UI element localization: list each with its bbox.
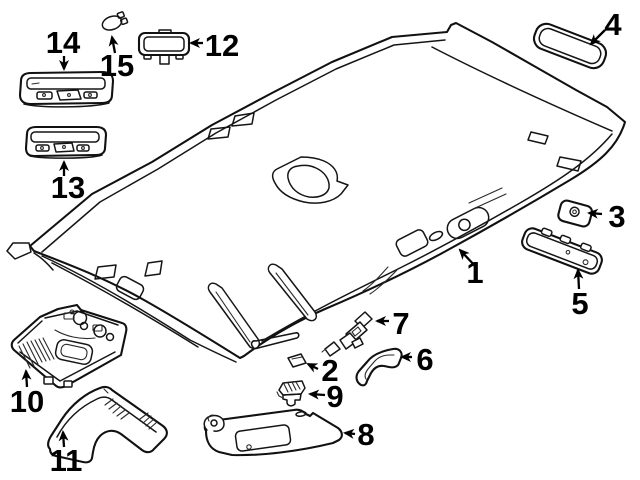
part-9-retainer-clip-drawing — [276, 380, 306, 407]
callout-arrow-11 — [58, 430, 69, 448]
callout-arrow-3 — [587, 208, 603, 219]
callout-label-12: 12 — [205, 28, 239, 63]
callout-label-9: 9 — [326, 379, 343, 414]
callout-label-4: 4 — [604, 7, 622, 42]
callout-label-15: 15 — [100, 48, 134, 83]
callout-arrow-4 — [589, 29, 606, 46]
callout-labels: 1 2 3 4 5 6 7 8 9 10 11 12 13 14 15 — [10, 7, 626, 478]
callout-label-13: 13 — [51, 170, 85, 205]
callout-arrow-5 — [573, 268, 584, 290]
callout-label-10: 10 — [10, 384, 44, 419]
part-2-clip-drawing — [287, 353, 307, 368]
part-8-sun-visor-drawing — [203, 408, 343, 457]
part-3-grommet-clip-drawing — [557, 199, 594, 228]
callout-label-2: 2 — [321, 353, 338, 388]
callout-label-6: 6 — [416, 342, 433, 377]
callout-arrow-9 — [308, 389, 326, 400]
part-7-mount-bracket-drawing — [321, 311, 373, 357]
callout-arrows — [21, 29, 606, 448]
part-15-bulb-drawing — [101, 11, 129, 31]
callout-arrow-10 — [21, 369, 32, 388]
part-5-bracket-rail-drawing — [521, 227, 603, 275]
part-6-grab-handle-drawing — [355, 347, 403, 387]
part-10-console-assembly-drawing — [10, 303, 128, 389]
callout-label-14: 14 — [46, 25, 81, 60]
callout-arrow-15 — [108, 35, 119, 54]
callout-label-11: 11 — [50, 443, 83, 478]
part-12-lamp-housing-drawing — [137, 29, 191, 65]
part-14-overhead-console-drawing — [18, 70, 115, 108]
callout-label-1: 1 — [466, 255, 483, 290]
part-13-overhead-console-drawing — [24, 125, 108, 159]
callout-arrow-2 — [306, 362, 319, 373]
callout-arrow-8 — [343, 428, 356, 439]
part-11-trim-cover-drawing — [47, 385, 168, 464]
callout-label-7: 7 — [392, 306, 409, 341]
callout-label-3: 3 — [608, 199, 625, 234]
part-1-headliner-drawing — [6, 21, 627, 363]
part-4-trim-lens-drawing — [532, 22, 608, 70]
callout-label-5: 5 — [571, 286, 588, 321]
callout-arrow-1 — [458, 248, 478, 269]
callout-label-8: 8 — [357, 417, 374, 452]
